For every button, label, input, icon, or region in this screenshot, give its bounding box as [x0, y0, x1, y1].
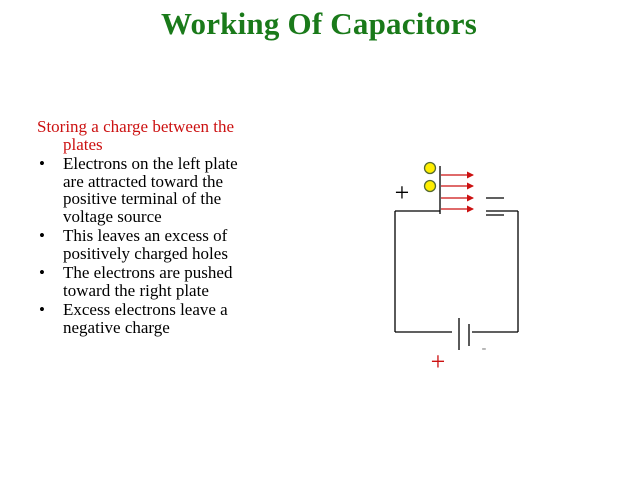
page-title: Working Of Capacitors [161, 6, 477, 41]
list-item: • The electrons are pushed toward the ri… [37, 264, 297, 299]
battery-plus-sign: + [431, 347, 446, 376]
bullet-text-line: positive terminal of the [63, 189, 222, 208]
list-item: • Excess electrons leave a negative char… [37, 301, 297, 336]
battery-minus-sign: - [482, 341, 487, 356]
list-item: • Electrons on the left plate are attrac… [37, 155, 297, 225]
intro-line-2: plates [63, 134, 103, 154]
bullet-text-line: toward the right plate [63, 280, 209, 300]
bullet-marker: • [39, 154, 45, 173]
text-column: Storing a charge between the plates • El… [37, 118, 297, 336]
circuit-wires [394, 210, 519, 333]
electron-icon [423, 161, 437, 175]
bullet-list: • Electrons on the left plate are attrac… [37, 155, 297, 336]
field-arrow-group [441, 171, 474, 213]
battery: + - [431, 318, 487, 376]
capacitor-plates [439, 166, 504, 216]
bullet-text-line: This leaves an excess of [63, 226, 228, 245]
bullet-text-line: Electrons on the left plate [63, 154, 238, 173]
bullet-marker: • [39, 226, 45, 245]
bullet-text-line: Excess electrons leave a [63, 300, 228, 319]
list-item: • This leaves an excess of positively ch… [37, 227, 297, 262]
bullet-text-line: negative charge [63, 317, 170, 337]
electron-icon [423, 179, 437, 193]
intro-text: Storing a charge between the plates [37, 118, 297, 153]
capacitor-plus-sign: + [395, 178, 410, 207]
bullet-marker: • [39, 300, 45, 319]
bullet-text-line: positively charged holes [63, 243, 228, 263]
bullet-text-line: voltage source [63, 206, 162, 226]
electron-group [423, 161, 437, 193]
bullet-text-line: are attracted toward the [63, 171, 223, 191]
bullet-text-line: The electrons are pushed [63, 263, 233, 282]
bullet-marker: • [39, 263, 45, 282]
intro-line-1: Storing a charge between the [37, 117, 235, 136]
